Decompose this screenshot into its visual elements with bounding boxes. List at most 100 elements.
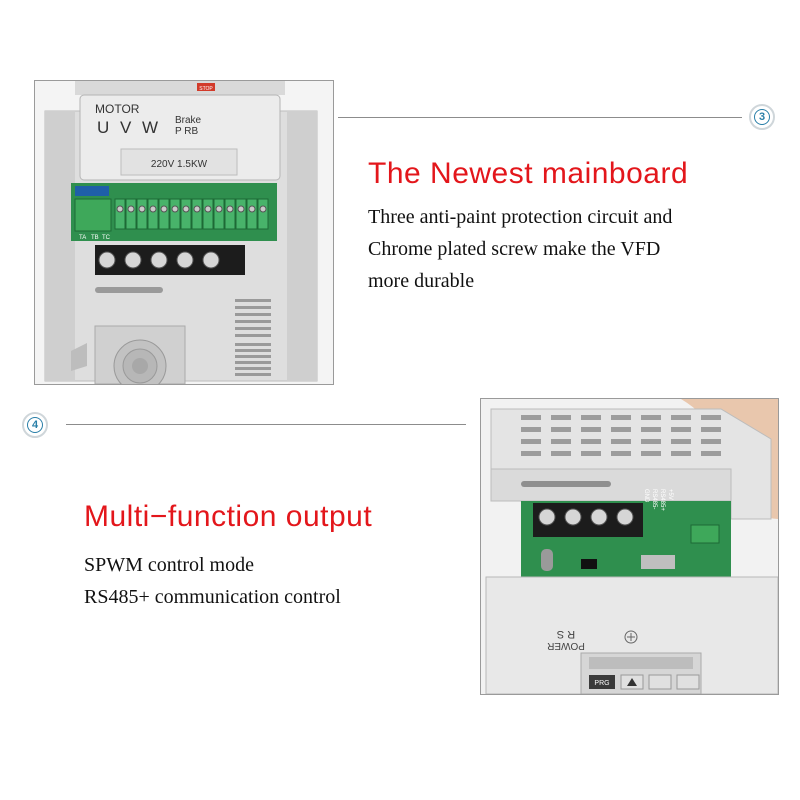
screw-head — [590, 508, 608, 526]
vfd-mainboard-illustration: STOP MOTOR U V W Brake P RB 220V 1.5KW T… — [35, 81, 333, 384]
vent-slot — [611, 415, 631, 420]
control-terminal — [125, 198, 137, 230]
terminal-screw — [149, 205, 157, 213]
vent-slot — [611, 439, 631, 444]
plus5v-label: +5V — [667, 489, 673, 500]
vent-slot — [611, 451, 631, 456]
terminal-screw — [259, 205, 267, 213]
control-terminal — [213, 198, 225, 230]
prg-label: PRG — [594, 680, 609, 687]
step-4-badge: 4 — [22, 412, 48, 438]
terminal-screw — [138, 205, 146, 213]
control-terminal — [202, 198, 214, 230]
rs-label: R S — [557, 628, 575, 640]
control-terminal — [246, 198, 258, 230]
vent-slot — [235, 327, 271, 330]
vent-slot — [581, 427, 601, 432]
vfd-mainboard-photo: STOP MOTOR U V W Brake P RB 220V 1.5KW T… — [34, 80, 334, 385]
control-terminal — [169, 198, 181, 230]
control-terminal — [180, 198, 192, 230]
vent-slot — [235, 361, 271, 364]
vent-slot — [551, 439, 571, 444]
vent-slot — [235, 355, 271, 358]
p-rb-label: P RB — [175, 126, 198, 137]
vent-slot — [581, 451, 601, 456]
control-terminal — [235, 198, 247, 230]
terminal-screw — [171, 205, 179, 213]
vent-slot — [671, 427, 691, 432]
section-3-text-line-3: more durable — [368, 270, 475, 292]
gnd-label: GND — [643, 489, 649, 503]
terminal-screw — [116, 205, 124, 213]
control-terminal — [158, 198, 170, 230]
screw-head — [98, 251, 116, 269]
vent-slot — [235, 367, 271, 370]
ta-label: TA — [79, 235, 86, 241]
vent-slot — [235, 343, 271, 346]
rating-label: 220V 1.5KW — [151, 159, 208, 170]
terminal-screw — [237, 205, 245, 213]
control-terminal — [257, 198, 269, 230]
vent-slot — [521, 451, 541, 456]
vent-slot — [671, 439, 691, 444]
vent-slot — [641, 427, 661, 432]
control-terminal — [114, 198, 126, 230]
vent-slot — [521, 439, 541, 444]
section-4-title: Multi−function output — [84, 500, 373, 533]
rs485n-label: RS485- — [651, 489, 657, 509]
section-3-text-line-1: Three anti-paint protection circuit and — [368, 206, 673, 228]
brake-label: Brake — [175, 115, 202, 126]
screw-head — [150, 251, 168, 269]
power-label: POWER — [547, 640, 585, 651]
vent-slot — [551, 451, 571, 456]
terminal-screw — [182, 205, 190, 213]
stop-label: STOP — [199, 86, 213, 92]
terminal-screw — [248, 205, 256, 213]
vent-slot — [235, 299, 271, 302]
uvw-label: U V W — [97, 118, 161, 137]
screw-head — [176, 251, 194, 269]
vfd-output-illustration: +5V RS485+ RS485- GND R S POWER PRG — [481, 399, 778, 694]
vent-slot — [671, 451, 691, 456]
terminal-screw — [193, 205, 201, 213]
control-terminal-block — [114, 198, 269, 230]
vent-slot — [641, 415, 661, 420]
terminal-screw — [226, 205, 234, 213]
power-terminal-screws — [98, 251, 220, 269]
terminal-screw — [204, 205, 212, 213]
control-terminal — [136, 198, 148, 230]
vent-slot — [701, 427, 721, 432]
terminal-screw — [215, 205, 223, 213]
vent-slot — [701, 439, 721, 444]
step-3-number: 3 — [754, 109, 770, 125]
vent-slot — [551, 415, 571, 420]
screw-head — [538, 508, 556, 526]
ventilation-slots — [235, 299, 271, 376]
vent-slot — [235, 320, 271, 323]
step-4-number: 4 — [27, 417, 43, 433]
vent-slot — [701, 415, 721, 420]
tc-label: TC — [102, 235, 111, 241]
vent-slot — [521, 415, 541, 420]
vent-slot — [611, 427, 631, 432]
section-4-divider — [66, 424, 466, 425]
vent-slot — [641, 451, 661, 456]
section-3-text-line-2: Chrome plated screw make the VFD — [368, 238, 661, 260]
screw-head — [616, 508, 634, 526]
vent-slot — [235, 334, 271, 337]
screw-head — [564, 508, 582, 526]
vent-slot — [551, 427, 571, 432]
control-terminal — [147, 198, 159, 230]
section-4-text-line-2: RS485+ communication control — [84, 586, 341, 608]
top-ventilation-slots — [521, 415, 721, 456]
terminal-screw — [160, 205, 168, 213]
vent-slot — [581, 415, 601, 420]
vent-slot — [235, 306, 271, 309]
vent-slot — [235, 349, 271, 352]
vent-slot — [641, 439, 661, 444]
vent-slot — [581, 439, 601, 444]
control-terminal — [191, 198, 203, 230]
step-3-badge: 3 — [749, 104, 775, 130]
vent-slot — [671, 415, 691, 420]
section-4-text-line-1: SPWM control mode — [84, 554, 254, 576]
